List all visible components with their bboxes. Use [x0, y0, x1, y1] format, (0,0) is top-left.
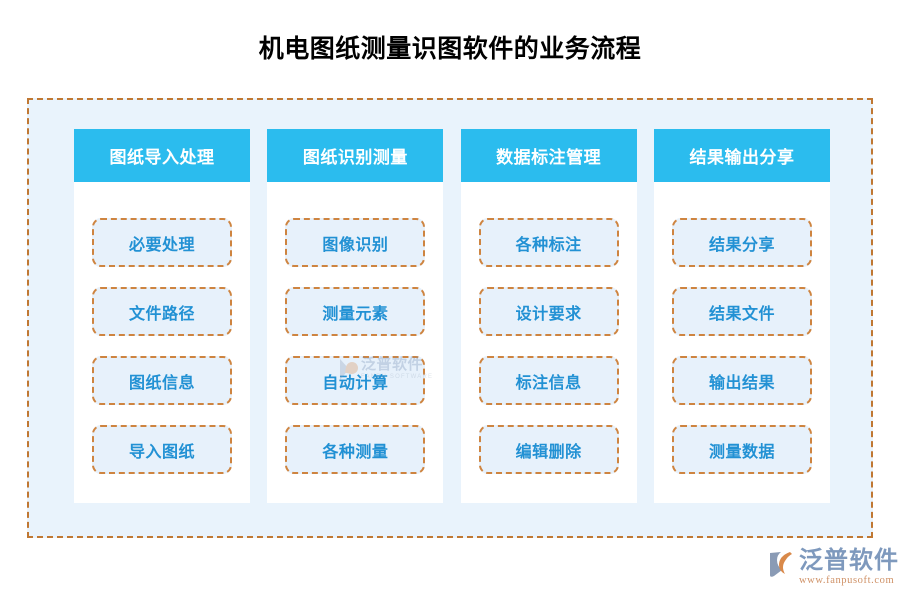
flow-item[interactable]: 自动计算	[285, 356, 426, 405]
column-header[interactable]: 数据标注管理	[460, 129, 637, 182]
flow-item[interactable]: 各种测量	[285, 425, 426, 474]
brand-url: www.fanpusoft.com	[799, 575, 895, 586]
flow-column: 图纸导入处理必要处理文件路径图纸信息导入图纸	[74, 129, 250, 503]
brand-name: 泛普软件	[799, 547, 899, 574]
flow-item[interactable]: 测量数据	[671, 425, 812, 474]
fanpu-logo-icon	[768, 549, 796, 579]
flow-columns: 图纸导入处理必要处理文件路径图纸信息导入图纸图纸识别测量图像识别测量元素自动计算…	[74, 129, 830, 503]
flow-item[interactable]: 各种标注	[478, 218, 619, 267]
flow-item[interactable]: 文件路径	[92, 287, 232, 336]
flow-item[interactable]: 编辑删除	[478, 425, 619, 474]
flow-item[interactable]: 结果文件	[671, 287, 812, 336]
flow-item[interactable]: 必要处理	[92, 218, 232, 267]
page-title: 机电图纸测量识图软件的业务流程	[258, 35, 642, 63]
column-body: 图像识别测量元素自动计算各种测量	[267, 182, 443, 503]
flow-column: 数据标注管理各种标注设计要求标注信息编辑删除	[460, 129, 637, 503]
flow-item[interactable]: 结果分享	[671, 218, 812, 267]
column-header[interactable]: 结果输出分享	[653, 129, 830, 182]
flow-item[interactable]: 图像识别	[285, 218, 426, 267]
column-body: 各种标注设计要求标注信息编辑删除	[461, 182, 637, 503]
brand-logo: 泛普软件 www.fanpusoft.com	[768, 548, 898, 592]
column-body: 结果分享结果文件输出结果测量数据	[654, 182, 830, 503]
flow-item[interactable]: 输出结果	[671, 356, 812, 405]
column-header[interactable]: 图纸识别测量	[267, 129, 444, 182]
flow-item[interactable]: 标注信息	[478, 356, 619, 405]
flow-diagram-container: 图纸导入处理必要处理文件路径图纸信息导入图纸图纸识别测量图像识别测量元素自动计算…	[27, 98, 873, 538]
flow-item[interactable]: 设计要求	[478, 287, 619, 336]
flow-item[interactable]: 测量元素	[285, 287, 426, 336]
flow-item[interactable]: 导入图纸	[92, 425, 232, 474]
flow-column: 图纸识别测量图像识别测量元素自动计算各种测量	[267, 129, 444, 503]
column-body: 必要处理文件路径图纸信息导入图纸	[74, 182, 250, 503]
flow-column: 结果输出分享结果分享结果文件输出结果测量数据	[653, 129, 830, 503]
flow-item[interactable]: 图纸信息	[92, 356, 232, 405]
column-header[interactable]: 图纸导入处理	[74, 129, 250, 182]
